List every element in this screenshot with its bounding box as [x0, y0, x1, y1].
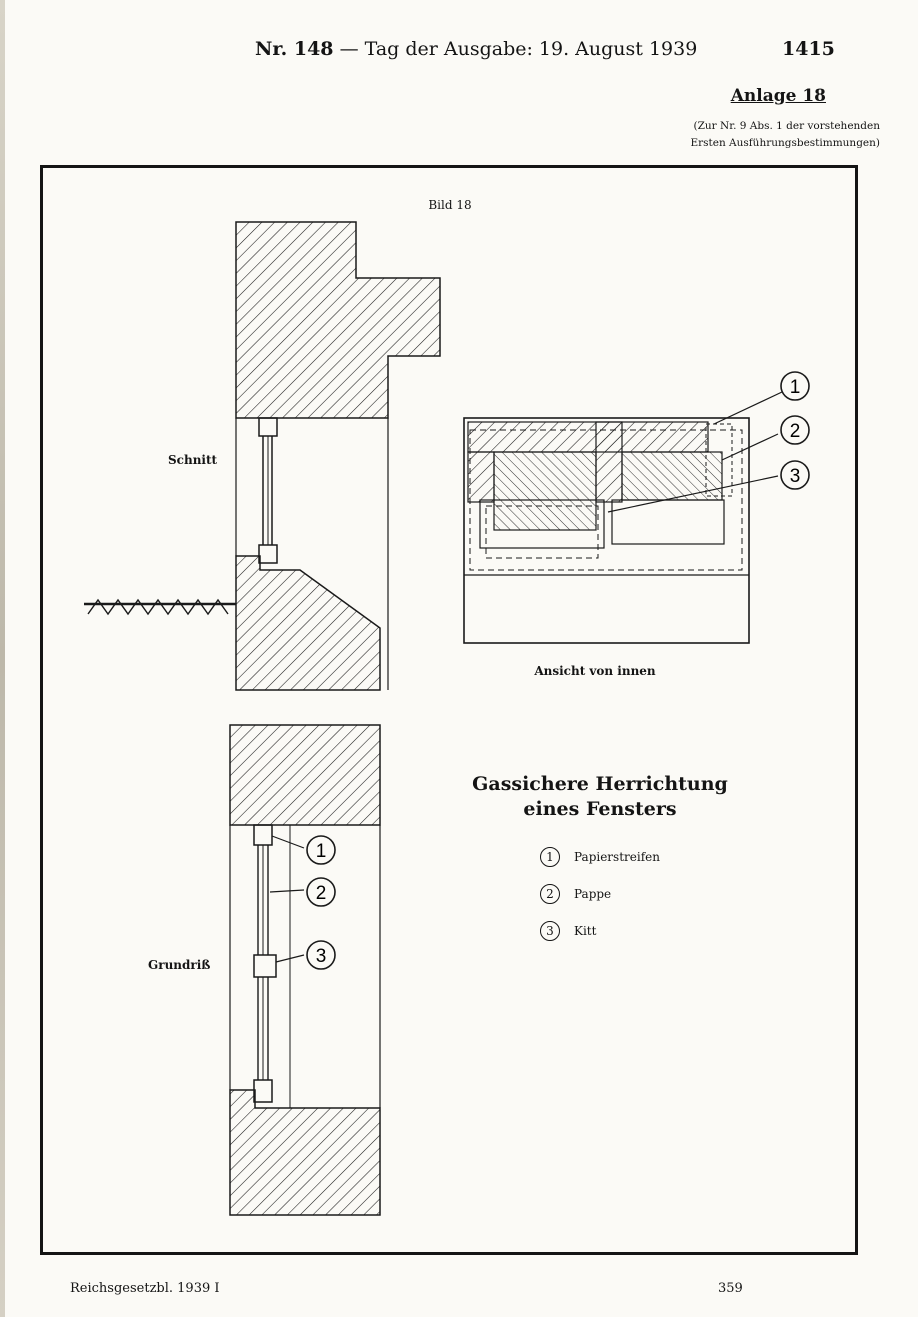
header-date: Tag der Ausgabe: 19. August 1939 — [364, 38, 698, 60]
annex-note-line1: (Zur Nr. 9 Abs. 1 der vorstehenden — [693, 120, 880, 132]
figure-title: Bild 18 — [428, 198, 472, 212]
view-cardboard-left — [493, 451, 597, 531]
view-callout-1 — [780, 371, 810, 401]
legend-item: 1 Papierstreifen — [540, 845, 660, 869]
section-frame-top — [258, 417, 278, 437]
annex-note-line2: Ersten Ausführungsbestimmungen) — [690, 137, 880, 149]
view-callout-3-text: 3 — [790, 466, 801, 487]
view-callout-3 — [780, 460, 810, 490]
section-frame-bottom — [258, 544, 278, 564]
section-earth-hatch — [87, 598, 229, 616]
plan-callout-2 — [306, 877, 336, 907]
legend-number: 1 — [540, 847, 560, 867]
header-dash: — — [339, 38, 359, 60]
view-callout-2-text: 2 — [790, 421, 801, 442]
legend-number: 2 — [540, 884, 560, 904]
legend-label: Kitt — [574, 924, 597, 938]
caption-line1: Gassichere Herrichtung — [472, 773, 728, 795]
legend-item: 3 Kitt — [540, 919, 596, 943]
view-callout-1-text: 1 — [790, 377, 801, 398]
view-outer-frame — [463, 417, 750, 644]
plan-callout-3-text: 3 — [316, 946, 327, 967]
view-callout-2 — [780, 415, 810, 445]
label-section: Schnitt — [168, 453, 218, 467]
plan-wall-top — [229, 724, 381, 826]
legend-label: Papierstreifen — [574, 850, 660, 864]
section-drawing — [84, 221, 441, 691]
legend-item: 2 Pappe — [540, 882, 611, 906]
technical-drawing: 1 2 3 1 2 3 — [84, 221, 810, 1216]
page-number: 1415 — [782, 38, 835, 60]
section-sill — [235, 555, 381, 691]
header-issue-line: Nr. 148 — Tag der Ausgabe: 19. August 19… — [255, 38, 697, 60]
page-header: Nr. 148 — Tag der Ausgabe: 19. August 19… — [0, 38, 918, 68]
legend-number: 3 — [540, 921, 560, 941]
scan-margin-strip — [0, 0, 5, 1317]
caption-line2: eines Fensters — [523, 798, 677, 820]
plan-wall-bottom — [229, 1089, 381, 1216]
label-plan: Grundriß — [148, 958, 211, 972]
footer-publication: Reichsgesetzbl. 1939 I — [70, 1281, 220, 1296]
figure-caption: Gassichere Herrichtung eines Fensters — [470, 772, 730, 822]
figure-frame — [40, 165, 858, 1255]
plan-drawing: 1 2 3 — [229, 724, 381, 1216]
footer-page-number: 359 — [718, 1281, 743, 1296]
plan-callout-1-text: 1 — [316, 841, 327, 862]
view-paper-strip-top — [467, 421, 709, 453]
plan-callout-1 — [306, 835, 336, 865]
legend-label: Pappe — [574, 887, 612, 901]
plan-callout-2-text: 2 — [316, 883, 327, 904]
annex-note: (Zur Nr. 9 Abs. 1 der vorstehenden Erste… — [560, 118, 880, 152]
label-interior-view: Ansicht von innen — [534, 664, 656, 678]
section-lintel — [235, 221, 441, 419]
header-issue: Nr. 148 — [255, 38, 334, 60]
annex-title: Anlage 18 — [730, 86, 826, 106]
plan-callout-3 — [306, 940, 336, 970]
view-cardboard-right — [621, 451, 723, 501]
interior-view-drawing: 1 2 3 — [463, 371, 810, 644]
